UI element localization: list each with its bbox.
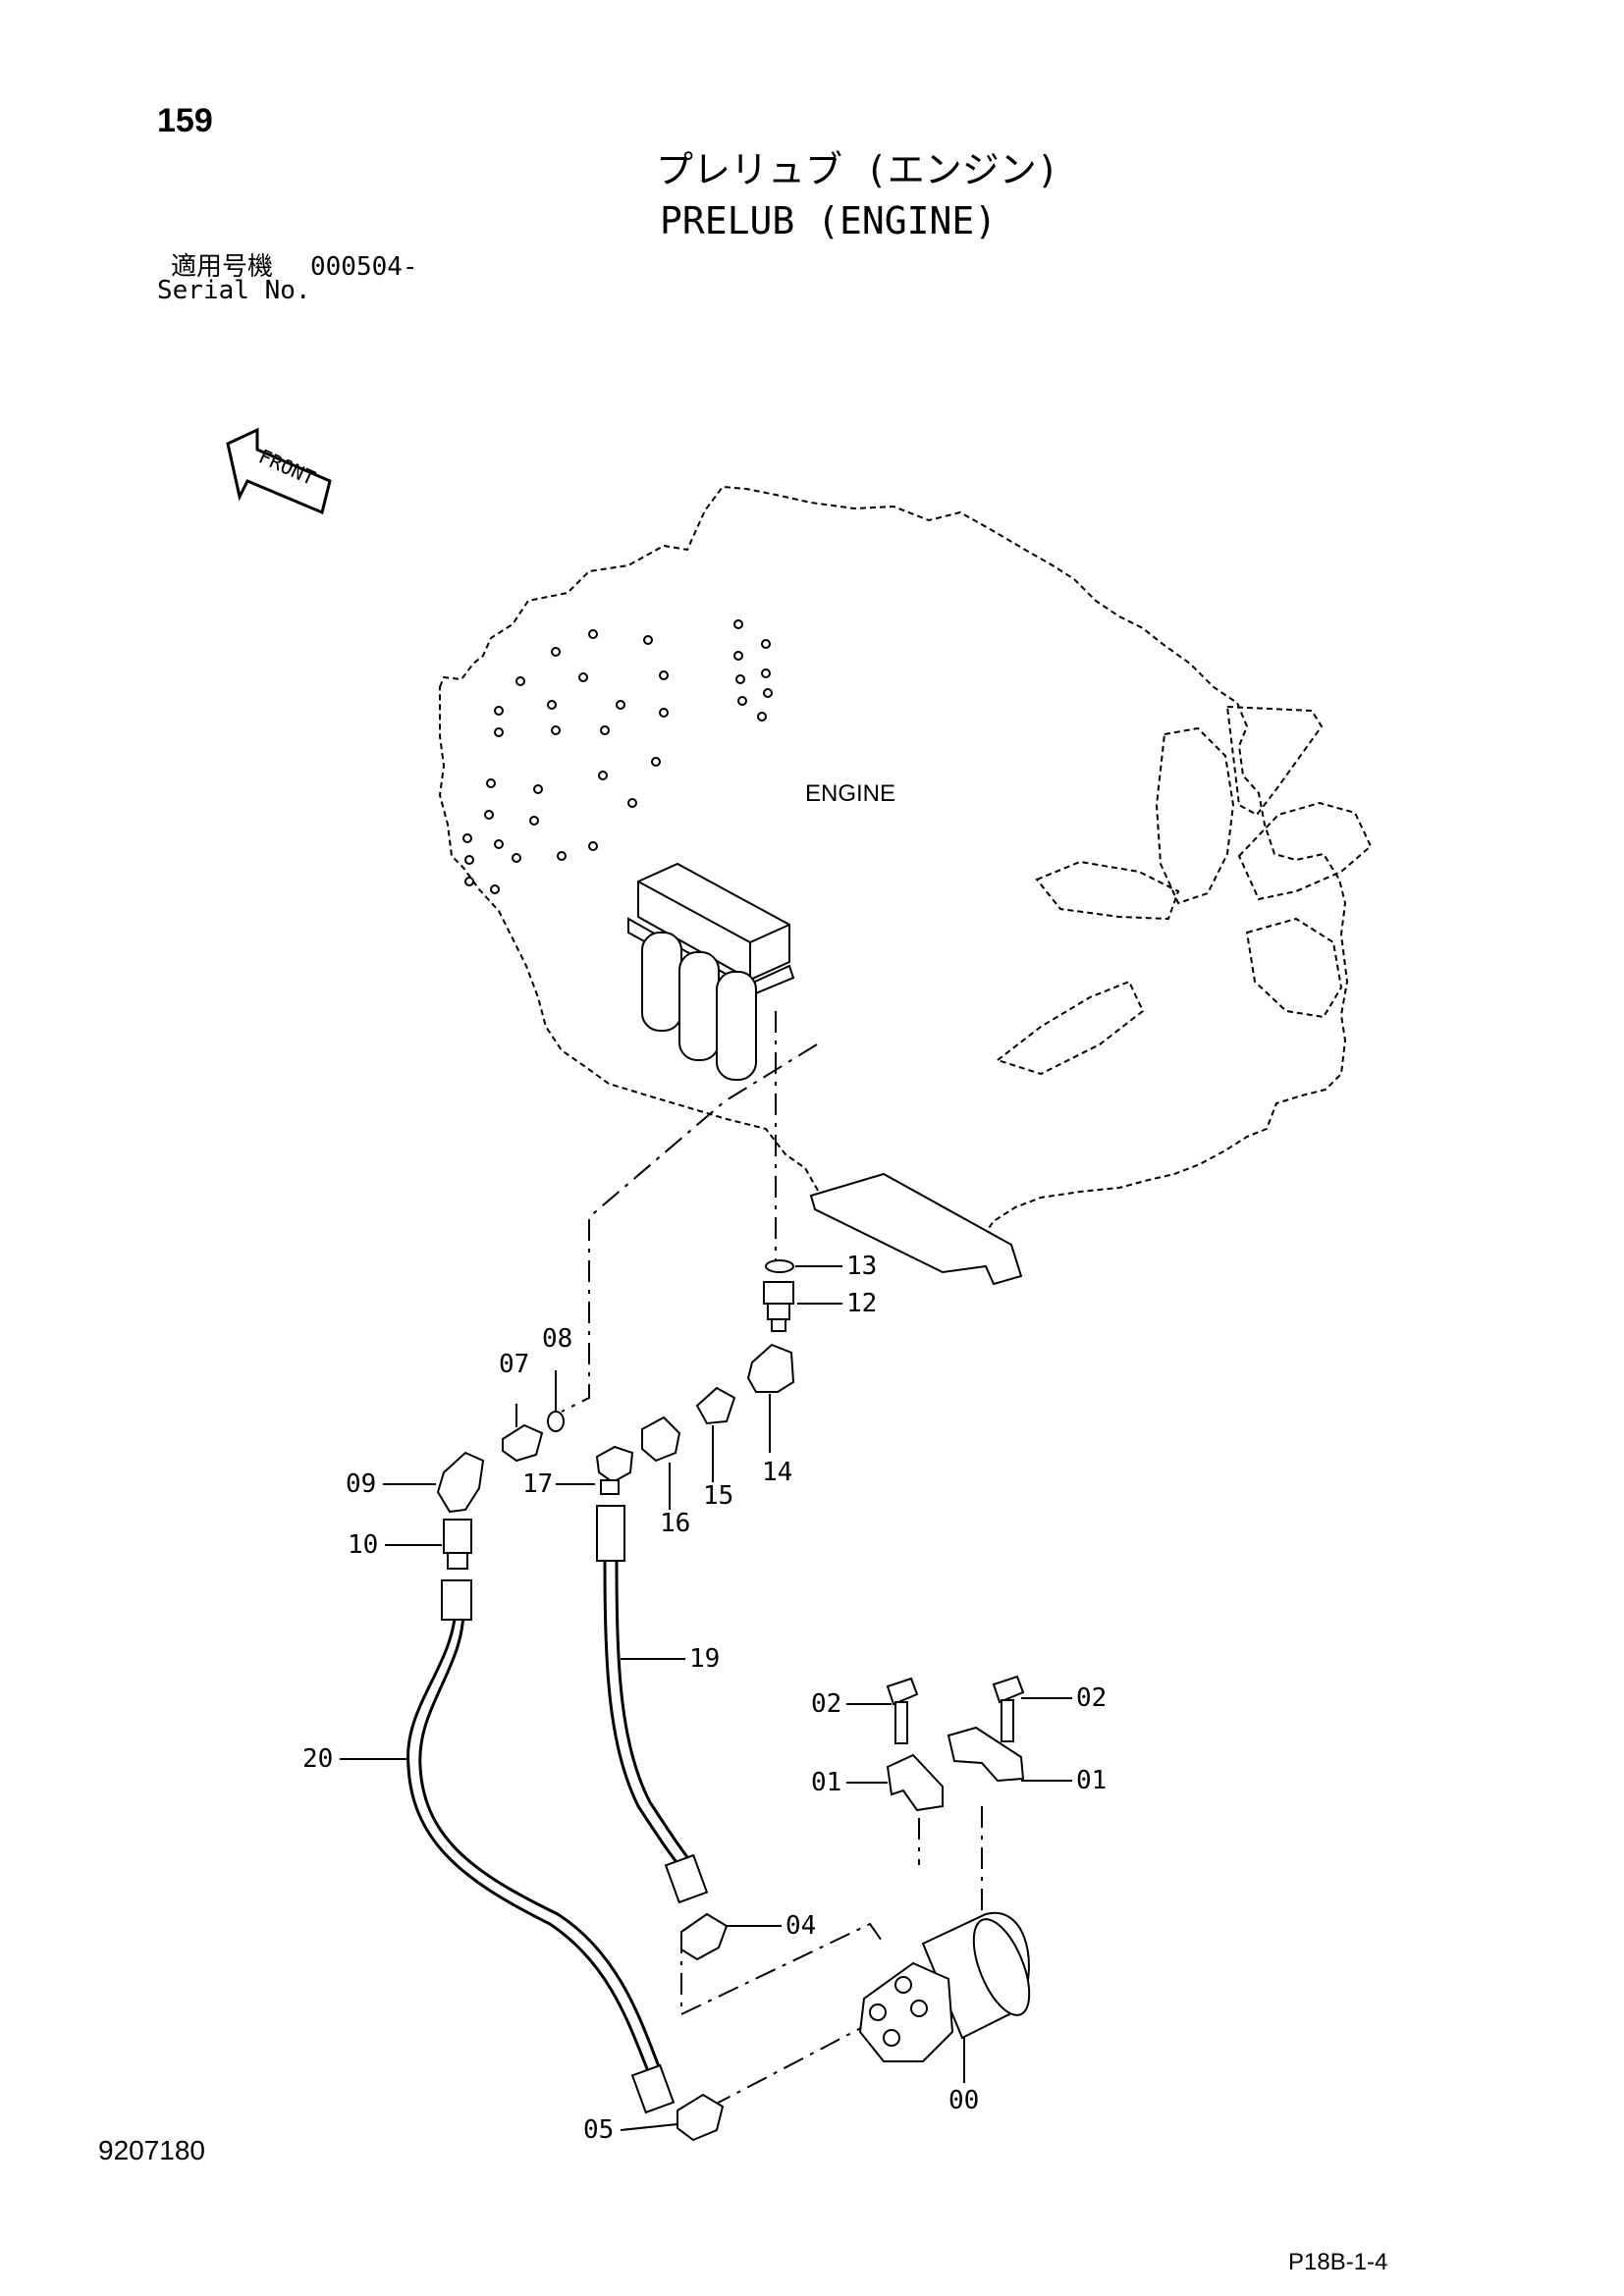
part-07-adapter: [502, 1423, 544, 1463]
part-15-adapter: [695, 1386, 736, 1425]
callout-01-left: 01: [811, 1768, 841, 1797]
part-10-adapter: [443, 1519, 472, 1570]
callout-02-left: 02: [811, 1689, 841, 1719]
serial-label-english: Serial No.: [157, 276, 311, 305]
part-08-oring: [547, 1411, 565, 1432]
part-17-elbow: [595, 1445, 634, 1495]
callout-15: 15: [703, 1481, 733, 1511]
callout-00: 00: [948, 2086, 979, 2115]
part-12-adapter: [763, 1281, 794, 1332]
callout-12: 12: [846, 1289, 877, 1318]
callout-16: 16: [660, 1509, 690, 1538]
part-04-elbow: [680, 1912, 729, 1961]
engine-label: ENGINE: [805, 780, 895, 807]
callout-05: 05: [583, 2115, 614, 2145]
part-16-connector: [641, 1415, 681, 1463]
callout-01-right: 01: [1076, 1766, 1107, 1795]
part-09-elbow: [436, 1451, 485, 1514]
part-02-bolt-left: [886, 1677, 919, 1744]
drawing-number: 9207180: [98, 2135, 205, 2165]
title-japanese: プレリュブ (エンジン): [656, 148, 1059, 191]
engine-bolt-holes: [462, 619, 773, 894]
part-20-fitting-top: [441, 1579, 472, 1621]
title-english: PRELUB (ENGINE): [660, 199, 997, 242]
callout-10: 10: [348, 1530, 378, 1560]
callout-20: 20: [302, 1744, 333, 1774]
part-01-clamp-right: [947, 1726, 1025, 1783]
callout-leaders: [340, 1265, 1072, 2131]
part-19-fitting-top: [596, 1505, 625, 1562]
callout-14: 14: [762, 1458, 792, 1487]
page-code: P18B-1-4: [1288, 2249, 1387, 2275]
part-14-elbow: [746, 1343, 795, 1393]
page-number: 159: [157, 102, 213, 139]
part-20-fitting-bottom: [630, 2063, 676, 2114]
serial-label-japanese: 適用号機: [171, 252, 273, 282]
engine-filter-block: [627, 862, 795, 1081]
part-20-hose: [406, 1609, 650, 2072]
part-19-fitting-bottom: [664, 1853, 709, 1904]
front-arrow-icon: FRONT: [226, 427, 332, 515]
callout-labels: 13 12 07 08 14 09 17 15 16 10 19 02 02 2…: [302, 1252, 1107, 2145]
callout-19: 19: [689, 1644, 720, 1674]
part-00-prelube-pump: [858, 1911, 1031, 2062]
callout-07: 07: [499, 1350, 529, 1379]
callout-02-right: 02: [1076, 1683, 1107, 1713]
part-19-hose: [603, 1560, 689, 1877]
part-01-clamp-left: [886, 1753, 944, 1812]
engine-body: ENGINE: [438, 485, 1373, 1286]
callout-17: 17: [522, 1469, 553, 1499]
parts: [406, 1259, 1031, 2142]
part-05-elbow: [677, 2093, 725, 2142]
callout-08: 08: [542, 1324, 572, 1354]
serial-range: 000504-: [310, 252, 418, 282]
callout-09: 09: [346, 1469, 376, 1499]
part-02-bolt-right: [992, 1675, 1025, 1742]
callout-13: 13: [846, 1252, 877, 1281]
front-label: FRONT: [255, 445, 319, 490]
cooling-fan: [995, 705, 1373, 1076]
callout-04: 04: [785, 1911, 816, 1941]
engine-mount-bracket: [809, 1172, 1023, 1286]
part-13-oring: [765, 1259, 794, 1273]
